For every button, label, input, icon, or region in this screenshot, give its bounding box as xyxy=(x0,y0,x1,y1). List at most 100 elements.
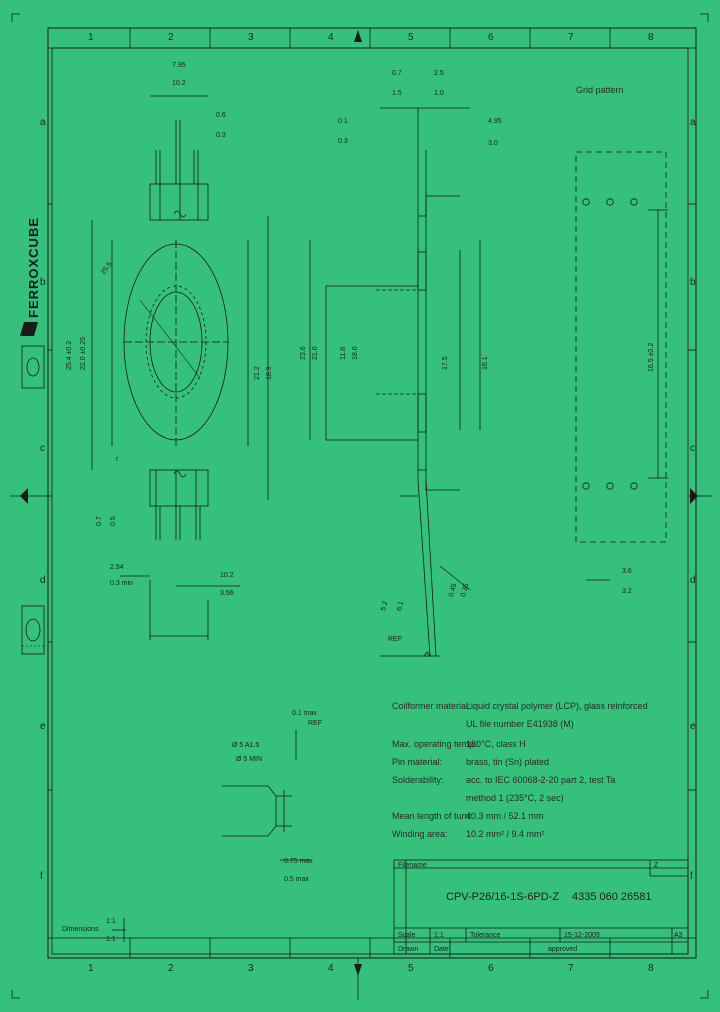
col-label-bottom-7: 7 xyxy=(568,963,574,974)
scale-bottom: 1:1 xyxy=(106,936,116,943)
col-label-bottom-1: 1 xyxy=(88,963,94,974)
side-dim-height-2: 21.0 xyxy=(312,346,319,360)
note-value: UL file number E41938 (M) xyxy=(466,719,574,729)
front-dim-right-1: 21.2 xyxy=(254,366,261,380)
note-value: method 1 (235°C, 2 sec) xyxy=(466,793,564,803)
front-dim-spacing-1: 2.54 xyxy=(110,564,124,571)
front-view xyxy=(91,95,269,640)
part-name: CPV-P26/16-1S-6PD-Z xyxy=(446,891,560,903)
col-label-2: 2 xyxy=(168,32,174,43)
note-value: 40.3 mm / 52.1 mm xyxy=(466,811,544,821)
detail-label-2: REF xyxy=(308,720,322,727)
side-ref: REF xyxy=(388,636,402,643)
ferroxcube-logo: FERROXCUBE xyxy=(20,217,41,336)
scale-top: 1:1 xyxy=(106,918,116,925)
row-label-right-f: f xyxy=(690,871,693,882)
side-view xyxy=(309,107,481,657)
side-dim-inner-2: 18.0 xyxy=(352,346,359,360)
side-dim-top-1: 0.7 xyxy=(392,70,402,77)
front-dim-top-2: 10.2 xyxy=(172,80,186,87)
side-dim-top-4: 1.0 xyxy=(434,90,444,97)
row-label-left-b: b xyxy=(40,277,46,288)
svg-text:FERROXCUBE: FERROXCUBE xyxy=(26,217,41,318)
front-dim-left-2: 22.0 ±0.25 xyxy=(80,336,87,370)
grid-title: Grid pattern xyxy=(576,85,624,95)
drawn-label: Drawn xyxy=(398,946,419,953)
doc-label: Filename xyxy=(398,862,427,869)
col-label-bottom-6: 6 xyxy=(488,963,494,974)
scale-mark xyxy=(112,918,126,942)
note-label: Coilformer material: xyxy=(392,701,471,711)
col-label-8: 8 xyxy=(648,32,654,43)
side-dim-height-1: 23.6 xyxy=(300,346,307,360)
note-label: Pin material: xyxy=(392,757,443,767)
note-label: Max. operating temp.: xyxy=(392,739,480,749)
side-dim-top-3: 2.5 xyxy=(434,70,444,77)
grid-dim-pitch-1: 3.6 xyxy=(622,568,632,575)
side-dim-core-1: 17.5 xyxy=(442,356,449,370)
side-dim-side-1: 4.95 xyxy=(488,118,502,125)
left-strip-symbols xyxy=(21,345,45,655)
row-label-left-d: d xyxy=(40,575,46,586)
detail-note-2: Ø 5 MIN xyxy=(236,756,263,763)
side-dim-side-2: 3.0 xyxy=(488,140,498,147)
side-dim-core-2: 16.1 xyxy=(482,356,489,370)
status-label: Date xyxy=(434,946,449,953)
col-label-bottom-5: 5 xyxy=(408,963,414,974)
note-value: acc. to IEC 60068-2-20 part 2, test Ta xyxy=(466,775,616,785)
col-label-5: 5 xyxy=(408,32,414,43)
column-ticks xyxy=(48,28,696,958)
row-label-right-c: c xyxy=(690,443,695,454)
note-label: Mean length of turn: xyxy=(392,811,473,821)
row-label-right-a: a xyxy=(690,117,696,128)
side-dim-offset-2: 0.3 xyxy=(338,138,348,145)
corner-marks xyxy=(11,13,709,999)
front-dim-top-1: 7.95 xyxy=(172,62,186,69)
detail-label-1: 0.1 max xyxy=(292,710,317,717)
side-dim-inner-1: 11.8 xyxy=(340,346,347,360)
note-label: Solderability: xyxy=(392,775,444,785)
row-label-left-a: a xyxy=(40,117,46,128)
tolerance-label: Tolerance xyxy=(470,932,501,939)
row-label-right-e: e xyxy=(690,721,696,732)
detail-dim-2: 0.5 max xyxy=(284,876,309,883)
detail-view xyxy=(222,730,310,861)
front-dim-pitch-2: 3.56 xyxy=(220,590,234,597)
inner-frame xyxy=(51,47,689,955)
date-value: 15-12-2009 xyxy=(564,932,600,939)
front-dim-bottom-1: 0.7 xyxy=(96,516,103,526)
status-value: approved xyxy=(548,946,578,953)
grid-dim-pitch-2: 3.2 xyxy=(622,588,632,595)
part-number: 4335 060 26581 xyxy=(572,891,652,903)
side-dim-top-2: 1.5 xyxy=(392,90,402,97)
revision: A3 xyxy=(674,932,683,939)
outer-frame xyxy=(47,27,697,959)
front-dim-bottom-2: 0.5 xyxy=(110,516,117,526)
col-label-7: 7 xyxy=(568,32,574,43)
front-label-r: r xyxy=(116,456,119,463)
side-dim-offset-1: 0.1 xyxy=(338,118,348,125)
detail-dim-1: 0.75 max xyxy=(284,858,313,865)
centering-marks xyxy=(20,30,698,976)
front-dim-pin-2: 0.3 xyxy=(216,132,226,139)
note-label: Winding area: xyxy=(392,829,448,839)
front-dim-spacing-2: 0.3 min xyxy=(110,580,133,587)
col-label-bottom-4: 4 xyxy=(328,963,334,974)
row-label-right-b: b xyxy=(690,277,696,288)
col-label-1: 1 xyxy=(88,32,94,43)
dimensions-label: Dimensions xyxy=(62,926,99,933)
col-label-4: 4 xyxy=(328,32,334,43)
scale-label: Scale xyxy=(398,932,416,939)
front-dim-pin-1: 0.6 xyxy=(216,112,226,119)
note-value: Liquid crystal polymer (LCP), glass rein… xyxy=(466,701,648,711)
projection: Z xyxy=(654,862,659,869)
note-value: 180°C, class H xyxy=(466,739,526,749)
col-label-bottom-8: 8 xyxy=(648,963,654,974)
col-label-6: 6 xyxy=(488,32,494,43)
note-value: 10.2 mm² / 9.4 mm² xyxy=(466,829,545,839)
scale-value: 1:1 xyxy=(434,932,444,939)
row-label-right-d: d xyxy=(690,575,696,586)
row-label-left-f: f xyxy=(40,871,43,882)
col-label-bottom-3: 3 xyxy=(248,963,254,974)
